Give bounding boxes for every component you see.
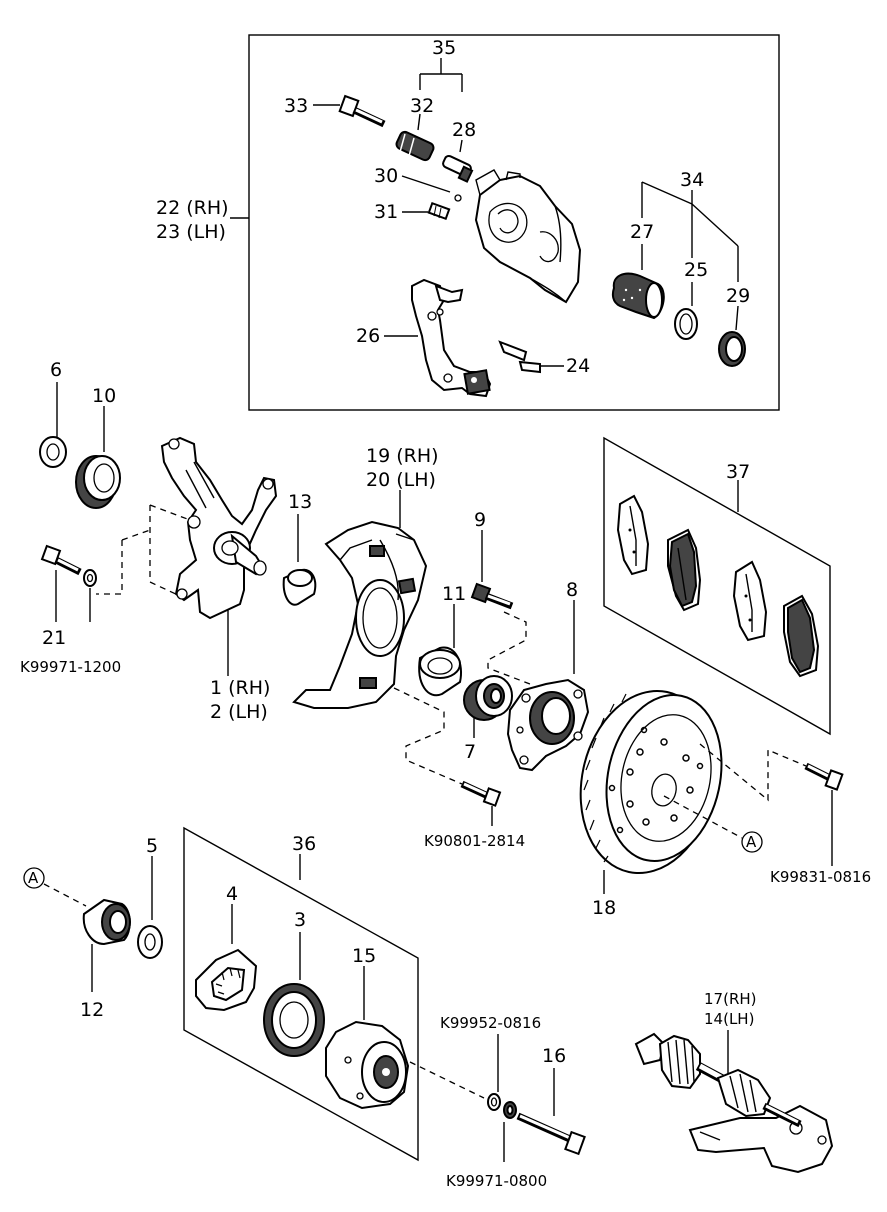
callout-20: 20 (LH) [366,469,436,491]
ref-circle-a-left [23,867,45,889]
brake-disc-18 [579,689,723,875]
guide-pin [442,154,474,183]
callout-33: 33 [284,95,308,117]
bolt-k99831-0816 [804,762,844,866]
brake-pad-1 [616,494,650,576]
callout-k99831-0816: K99831-0816 [770,868,871,886]
seal-10 [75,406,121,509]
lock-ring-4 [195,948,258,1012]
knuckle-bolt-21 [40,544,82,622]
callout-18: 18 [592,897,616,919]
bushing-13 [282,568,317,606]
washer-5 [137,925,163,959]
pad-clips [498,340,541,374]
callout-8: 8 [566,579,578,601]
caliper-bolt [338,94,386,128]
pad-group-frame [603,436,831,736]
callout-25: 25 [684,259,708,281]
callout-17: 17(RH) [704,990,757,1008]
callout-37: 37 [726,461,750,483]
callout-k99952-0816: K99952-0816 [440,1014,541,1032]
hub-lock-group-frame [183,826,419,1162]
callout-28: 28 [452,119,476,141]
callout-21: 21 [42,627,66,649]
bearing-race-11 [418,646,462,697]
washer-k99952-0816 [487,1093,501,1111]
brake-pad-group [603,436,831,736]
ref-circle-a-right [741,831,763,853]
bleeder-screw [427,201,451,221]
callout-32: 32 [410,95,434,117]
drive-shaft [634,1032,834,1174]
callout-34: 34 [680,169,704,191]
wheel-hub-8 [506,678,590,772]
callout-k99971-1200: K99971-1200 [20,658,121,676]
hub-lock-cover-15 [325,1020,410,1110]
callout-2: 2 (LH) [210,701,268,723]
bleeder-cap [454,194,462,202]
callout-36: 36 [292,833,316,855]
callout-15: 15 [352,945,376,967]
callout-26: 26 [356,325,380,347]
dust-shield [292,520,428,709]
guide-pin-boot [395,130,435,162]
caliper-carrier-bracket [411,278,492,398]
callout-22: 22 (RH) [156,197,229,219]
callout-24: 24 [566,355,590,377]
callout-35: 35 [432,37,456,59]
washer-k99971-1200 [83,569,97,622]
callout-k90801-2814: K90801-2814 [424,832,525,850]
callout-30: 30 [374,165,398,187]
clutch-ring-3 [263,983,325,1057]
callout-a-left: A [28,869,39,887]
callout-10: 10 [92,385,116,407]
callout-k99971-0800: K99971-0800 [446,1172,547,1190]
caliper-group [230,34,780,411]
callout-4: 4 [226,883,238,905]
callout-19: 19 (RH) [366,445,439,467]
callout-14: 14(LH) [704,1010,754,1028]
steering-knuckle [160,436,278,620]
callout-a-right: A [746,833,757,851]
hub-lock-group [183,826,419,1162]
bolt-16 [516,1112,586,1156]
callout-9: 9 [474,509,486,531]
washer-k99971-0800 [503,1101,517,1162]
callout-16: 16 [542,1045,566,1067]
bolt-9 [470,582,514,610]
callout-11: 11 [442,583,466,605]
washer-6 [39,382,67,468]
callout-3: 3 [294,909,306,931]
brake-pad-4 [783,594,820,678]
brake-pad-3 [732,560,768,642]
callout-23: 23 (LH) [156,221,226,243]
caliper-piston [611,272,665,320]
bolt-k90801-2814 [460,780,502,826]
callout-29: 29 [726,285,750,307]
callout-6: 6 [50,359,62,381]
callout-27: 27 [630,221,654,243]
callout-31: 31 [374,201,398,223]
callout-12: 12 [80,999,104,1021]
brake-pad-2 [667,528,702,612]
callout-13: 13 [288,491,312,513]
callout-1: 1 (RH) [210,677,270,699]
caliper-body [474,169,582,304]
piston-boot [718,331,746,367]
callout-7: 7 [464,741,476,763]
hub-bearing-7 [463,675,513,721]
piston-seal [674,308,698,340]
callout-5: 5 [146,835,158,857]
caliper-group-frame [248,34,780,411]
bearing-12 [82,898,131,946]
